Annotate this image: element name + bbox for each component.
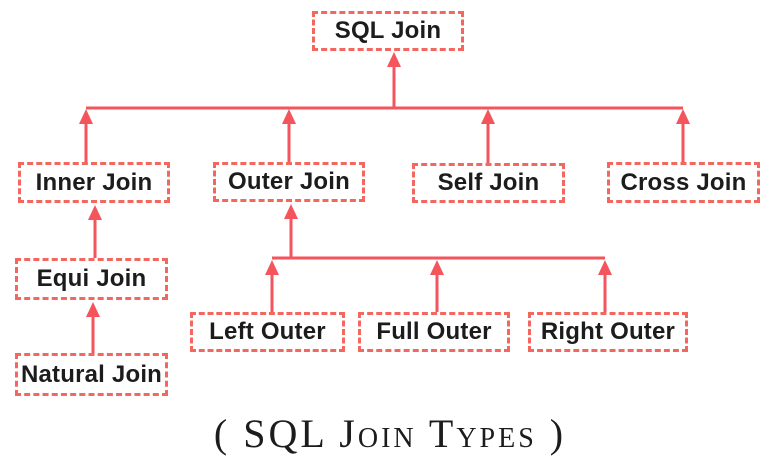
node-outer-join: Outer Join	[213, 162, 365, 202]
arrowhead-left-outer	[265, 260, 279, 275]
arrowhead-right-outer	[598, 260, 612, 275]
arrowhead-self	[481, 109, 495, 124]
arrowhead-outer	[282, 109, 296, 124]
node-equi-join: Equi Join	[15, 258, 168, 300]
arrowhead-outer-bottom	[284, 204, 298, 219]
arrowhead-inner	[79, 109, 93, 124]
arrowhead-cross	[676, 109, 690, 124]
arrowhead-full-outer	[430, 260, 444, 275]
arrowhead-natural	[86, 302, 100, 317]
node-cross-join: Cross Join	[607, 162, 760, 203]
arrowhead-equi	[88, 205, 102, 220]
node-self-join: Self Join	[412, 163, 565, 203]
arrowhead-sql-join	[387, 52, 401, 67]
node-left-outer: Left Outer	[190, 312, 345, 352]
diagram-caption: ( SQL Join Types )	[213, 411, 567, 456]
node-sql-join: SQL Join	[312, 11, 464, 51]
node-natural-join: Natural Join	[15, 353, 168, 396]
node-inner-join: Inner Join	[18, 162, 170, 203]
node-full-outer: Full Outer	[358, 312, 510, 352]
node-right-outer: Right Outer	[528, 312, 688, 352]
